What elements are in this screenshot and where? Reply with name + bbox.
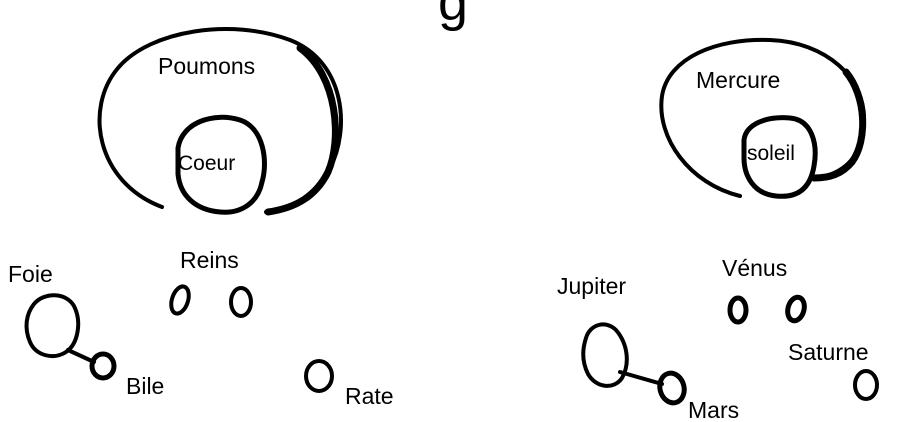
lungs-shape-thick	[264, 44, 339, 216]
liver-shape	[24, 293, 81, 359]
mars-link	[618, 370, 664, 386]
mercury-label: Mercure	[696, 67, 780, 93]
spleen-label: Rate	[345, 383, 394, 409]
mercury-shape-thick	[810, 68, 867, 182]
organ-diagram: Poumons Coeur Foie Bile Reins Rate	[8, 27, 394, 409]
mars-shape	[657, 370, 687, 406]
venus-left-shape	[727, 295, 749, 325]
liver-label: Foie	[8, 261, 53, 287]
kidneys-label: Reins	[180, 247, 239, 273]
venus-label: Vénus	[722, 255, 787, 281]
venus-right-shape	[785, 294, 807, 324]
spleen-shape	[304, 359, 334, 393]
bile-shape	[89, 351, 117, 381]
heart-label: Coeur	[178, 152, 235, 175]
kidney-left-shape	[169, 284, 191, 316]
saturne-label: Saturne	[788, 339, 869, 365]
kidney-right-shape	[229, 286, 253, 318]
jupiter-shape	[581, 322, 629, 388]
mars-label: Mars	[688, 397, 739, 422]
heart-shape	[175, 114, 267, 215]
saturne-shape	[853, 369, 879, 401]
bile-duct	[66, 348, 96, 364]
sun-label: soleil	[747, 142, 795, 165]
bile-label: Bile	[126, 373, 164, 399]
sun-shape	[741, 115, 818, 199]
jupiter-label: Jupiter	[557, 273, 626, 299]
header-fragment: g	[438, 0, 468, 32]
lungs-label: Poumons	[158, 53, 255, 79]
planet-diagram: Mercure soleil Jupiter Mars Vénus Saturn…	[557, 37, 879, 422]
